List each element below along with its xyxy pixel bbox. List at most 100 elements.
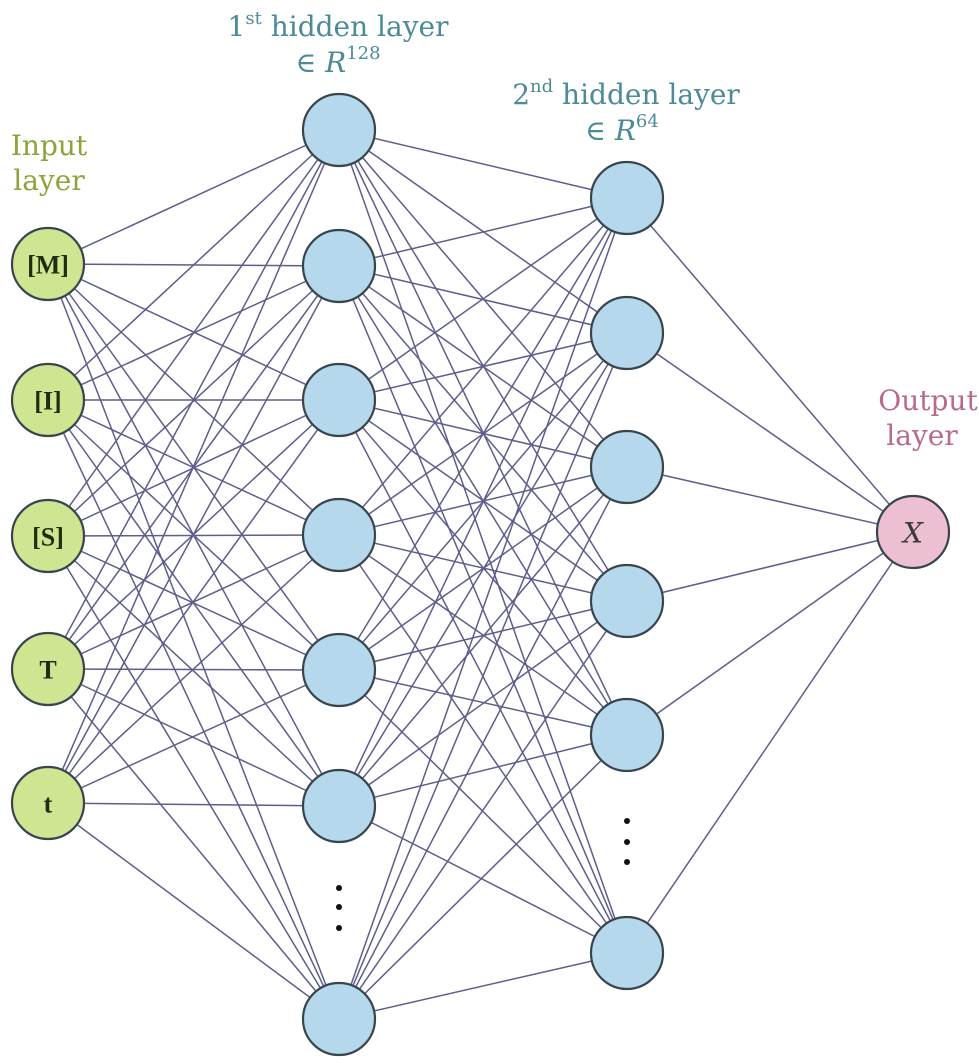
input-node-label-0: [M] [27, 251, 69, 280]
input-node-1: [I] [10, 362, 86, 438]
hidden-layer-2-label: 2nd hidden layer [512, 76, 740, 111]
hidden2-node-2-circle [589, 429, 665, 505]
edge-h2-4-output [626, 531, 914, 736]
hidden2-node-1-circle [589, 295, 665, 371]
hidden1-node-6-circle [301, 981, 377, 1057]
hidden1-node-0-circle [301, 92, 377, 168]
edge-input-2-h1-0 [47, 129, 340, 537]
edge-h2-5-output [626, 531, 914, 954]
edge-input-4-h1-1 [47, 265, 340, 804]
input-node-3-circle [10, 631, 86, 707]
hidden2-node-3-circle [589, 563, 665, 639]
input-node-1-circle [10, 362, 86, 438]
hidden-layer-1-label: 1st hidden layer [228, 8, 450, 43]
edge-input-3-h1-6 [47, 668, 340, 1020]
edge-input-4-h1-3 [47, 534, 340, 804]
hidden2-ellipsis-dot-2 [624, 859, 630, 865]
edge-input-4-h1-6 [47, 802, 340, 1020]
hidden2-node-0 [589, 160, 665, 236]
edge-input-4-h1-0 [47, 129, 340, 804]
hidden1-node-6 [301, 981, 377, 1057]
input-node-label-1: [I] [34, 387, 61, 416]
edges [47, 129, 914, 1020]
edge-input-4-h1-2 [47, 399, 340, 804]
edge-input-4-h1-5 [47, 802, 340, 807]
edge-h1-6-h2-4 [338, 734, 628, 1020]
edge-h1-6-h2-5 [338, 952, 628, 1020]
edge-h1-5-h2-3 [338, 600, 628, 807]
hidden1-node-0 [301, 92, 377, 168]
edge-input-3-h1-0 [47, 129, 340, 670]
edge-h1-6-h2-0 [338, 197, 628, 1020]
output-node-label: X [901, 517, 924, 550]
edge-h1-4-h2-0 [338, 197, 628, 671]
hidden1-ellipsis-dot-1 [336, 904, 342, 910]
edge-h1-0-h2-5 [338, 129, 628, 954]
input-layer-label: Input [11, 129, 88, 162]
input-node-2: [S] [10, 498, 86, 574]
edge-h1-6-h2-2 [338, 466, 628, 1020]
hidden2-node-4-circle [589, 697, 665, 773]
edge-input-1-h1-6 [47, 399, 340, 1020]
input-node-4: t [10, 765, 86, 841]
hidden2-node-2 [589, 429, 665, 505]
edge-h1-6-h2-3 [338, 600, 628, 1020]
hidden2-node-5 [589, 915, 665, 991]
hidden1-node-3-circle [301, 497, 377, 573]
edge-input-0-h1-6 [47, 263, 340, 1020]
hidden2-node-3 [589, 563, 665, 639]
hidden-layer-2-dimension: ∈ R64 [585, 111, 659, 147]
input-node-label-2: [S] [32, 523, 64, 552]
edge-input-2-h1-5 [47, 535, 340, 807]
edge-h1-4-h2-5 [338, 669, 628, 954]
edge-h1-2-h2-0 [338, 197, 628, 401]
hidden1-node-4-circle [301, 632, 377, 708]
edge-input-4-h1-4 [47, 669, 340, 804]
edge-h1-0-h2-0 [338, 129, 628, 199]
edge-h2-3-output [626, 531, 914, 602]
hidden1-node-4 [301, 632, 377, 708]
input-node-0: [M] [10, 226, 86, 302]
edge-h1-5-h2-2 [338, 466, 628, 807]
hidden1-node-2-circle [301, 362, 377, 438]
edge-h1-1-h2-0 [338, 197, 628, 267]
input-node-3: T [10, 631, 86, 707]
ellipses [336, 818, 630, 931]
hidden2-node-0-circle [589, 160, 665, 236]
edge-h1-5-h2-1 [338, 332, 628, 807]
input-node-0-circle [10, 226, 86, 302]
edge-h1-5-h2-5 [338, 805, 628, 954]
edge-input-2-h1-4 [47, 535, 340, 671]
edge-h1-3-h2-0 [338, 197, 628, 536]
hidden2-node-1 [589, 295, 665, 371]
hidden2-ellipsis-dot-1 [624, 839, 630, 845]
edge-h2-1-output [626, 332, 914, 533]
hidden-layer-1-dimension: ∈ R128 [295, 43, 380, 79]
edge-h2-0-output [626, 197, 914, 533]
hidden2-node-5-circle [589, 915, 665, 991]
hidden2-ellipsis-dot-0 [624, 818, 630, 824]
edge-h1-4-h2-4 [338, 669, 628, 736]
hidden1-node-5 [301, 768, 377, 844]
hidden1-ellipsis-dot-2 [336, 925, 342, 931]
edge-h1-5-h2-4 [338, 734, 628, 807]
input-node-4-circle [10, 765, 86, 841]
output-layer-label: Output [878, 384, 978, 417]
hidden1-node-1 [301, 228, 377, 304]
output-layer-label-line2: layer [886, 419, 958, 452]
hidden1-node-2 [301, 362, 377, 438]
nodes: [M] [I] [S] Tt X [10, 92, 951, 1057]
hidden1-node-5-circle [301, 768, 377, 844]
edge-h1-5-h2-0 [338, 197, 628, 807]
input-node-2-circle [10, 498, 86, 574]
hidden2-node-4 [589, 697, 665, 773]
output-node-circle [875, 494, 951, 570]
edge-input-1-h1-0 [47, 129, 340, 401]
edge-input-0-h1-0 [47, 129, 340, 265]
input-node-label-4: t [44, 790, 53, 819]
input-node-label-3: T [39, 656, 56, 685]
edge-input-2-h1-6 [47, 535, 340, 1020]
hidden1-ellipsis-dot-0 [336, 885, 342, 891]
hidden1-node-1-circle [301, 228, 377, 304]
